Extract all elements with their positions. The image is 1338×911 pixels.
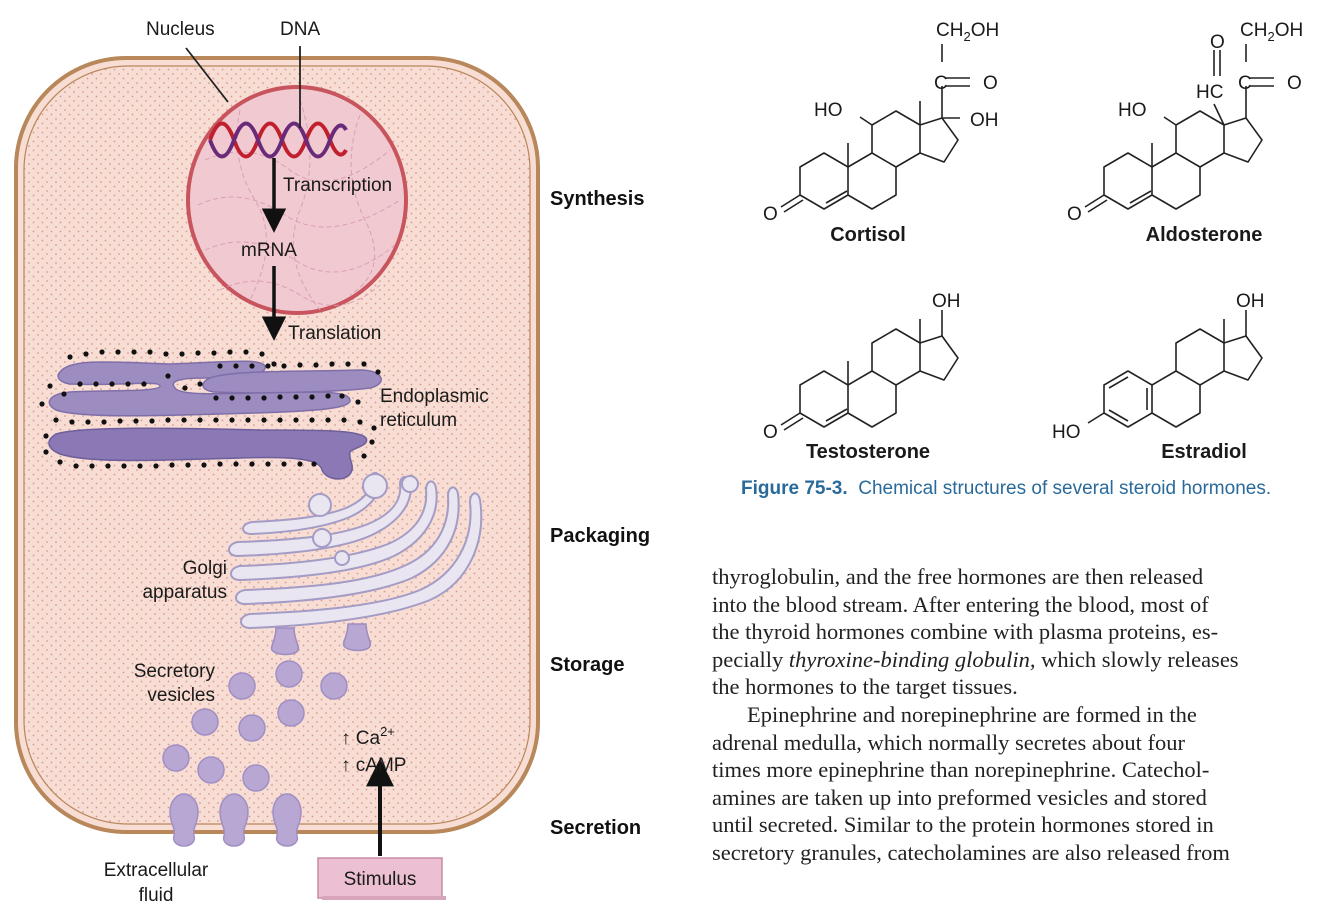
aldosterone-name: Aldosterone <box>1146 224 1263 246</box>
stage-storage: Storage <box>550 654 624 676</box>
exocytosis-pores <box>169 793 302 847</box>
italic-term: thyroxine-binding globulin, <box>788 646 1036 672</box>
stimulus-box <box>317 857 443 899</box>
testosterone-structure <box>780 310 959 431</box>
golgi-label-line1: Golgi <box>183 558 227 579</box>
figure-caption-text: Chemical structures of several steroid h… <box>858 478 1272 499</box>
figure-caption: Figure 75-3. Chemical structures of seve… <box>741 478 1271 500</box>
cortisol-structure <box>780 44 970 213</box>
calcium-charge: 2+ <box>380 724 395 739</box>
aldosterone-ch2oh-oh: OH <box>1275 20 1304 41</box>
testosterone-name: Testosterone <box>806 441 930 463</box>
stage-synthesis: Synthesis <box>550 188 644 210</box>
stage-packaging: Packaging <box>550 525 650 547</box>
paragraph-line: times more epinephrine than norepinephri… <box>712 757 1210 783</box>
aldosterone-structure <box>1084 44 1274 213</box>
cortisol-keto-o: O <box>983 73 998 94</box>
aldosterone-ch2oh-sub: 2 <box>1267 29 1274 44</box>
nucleus-label: Nucleus <box>146 19 215 40</box>
text-run: pecially <box>712 646 789 672</box>
aldosterone-aldehyde-o: O <box>1210 32 1225 53</box>
paragraph-line: the thyroid hormones combine with plasma… <box>712 619 1219 645</box>
cortisol-name: Cortisol <box>830 224 906 246</box>
cortisol-ch2oh-sub: 2 <box>963 29 970 44</box>
vesicles-label-line1: Secretory <box>134 661 216 682</box>
cortisol-ch2oh-oh: OH <box>971 20 1000 41</box>
extracellular-label-line2: fluid <box>139 885 174 906</box>
paragraph-line: secretory granules, catecholamines are a… <box>712 839 1230 865</box>
cortisol-oh: OH <box>970 110 999 131</box>
dna-label: DNA <box>280 19 320 40</box>
cortisol-ch2oh: CH2OH <box>936 20 999 44</box>
estradiol-structure <box>1087 310 1263 428</box>
stimulus-box-shadow <box>322 896 446 900</box>
endoplasmic-reticulum <box>39 349 382 480</box>
aldosterone-hc: HC <box>1196 82 1223 103</box>
stimulus-label: Stimulus <box>344 869 417 890</box>
extracellular-label-line1: Extracellular <box>104 860 209 881</box>
paragraph-line: thyroglobulin, and the free hormones are… <box>712 564 1204 589</box>
golgi-buds <box>270 623 372 656</box>
body-text: thyroglobulin, and the free hormones are… <box>712 563 1338 867</box>
paragraph-line: until secreted. Similar to the protein h… <box>712 812 1214 838</box>
golgi-apparatus <box>228 472 483 630</box>
estradiol-ho: HO <box>1052 422 1081 443</box>
paragraph-line: adrenal medulla, which normally secretes… <box>712 729 1185 755</box>
aldosterone-ch2oh: CH2OH <box>1240 20 1303 44</box>
nucleus <box>186 85 408 315</box>
cortisol-ho: HO <box>814 100 843 121</box>
er-label-line1: Endoplasmic <box>380 386 489 407</box>
vesicles-label-line2: vesicles <box>147 685 215 706</box>
paragraph-line: into the blood stream. After entering th… <box>712 591 1209 617</box>
testosterone-o: O <box>763 422 778 443</box>
nucleus-leader-line <box>185 47 229 103</box>
transcription-label: Transcription <box>283 175 392 196</box>
aldosterone-ch2oh-ch: CH <box>1240 20 1267 41</box>
estradiol-name: Estradiol <box>1161 441 1247 463</box>
text-run: which slowly releases <box>1035 646 1239 672</box>
calcium-label: ↑ Ca2+ <box>341 724 395 749</box>
stage-secretion: Secretion <box>550 817 641 839</box>
camp-label: ↑ cAMP <box>341 755 406 776</box>
paragraph-line: Epinephrine and norepinephrine are forme… <box>747 701 1197 727</box>
dna-helix-icon <box>208 121 348 159</box>
aldosterone-o: O <box>1067 204 1082 225</box>
testosterone-oh: OH <box>932 291 961 312</box>
aldosterone-c: C <box>1238 73 1252 94</box>
cortisol-o: O <box>763 204 778 225</box>
estradiol-oh: OH <box>1236 291 1265 312</box>
cortisol-c: C <box>934 73 948 94</box>
golgi-label-line2: apparatus <box>142 582 227 603</box>
paragraph-line: amines are taken up into preformed vesic… <box>712 784 1207 810</box>
aldosterone-ho: HO <box>1118 100 1147 121</box>
figure-number: Figure 75-3. <box>741 478 848 499</box>
paragraph-line: the hormones to the target tissues. <box>712 674 1018 700</box>
paragraph-line: pecially thyroxine-binding globulin, whi… <box>712 646 1338 674</box>
er-label-line2: reticulum <box>380 410 457 431</box>
aldosterone-keto-o: O <box>1287 73 1302 94</box>
calcium-label-text: ↑ Ca <box>341 728 381 749</box>
mrna-label: mRNA <box>241 240 297 261</box>
secretory-vesicles <box>162 660 348 792</box>
translation-label: Translation <box>288 323 381 344</box>
cortisol-ch2oh-ch: CH <box>936 20 963 41</box>
